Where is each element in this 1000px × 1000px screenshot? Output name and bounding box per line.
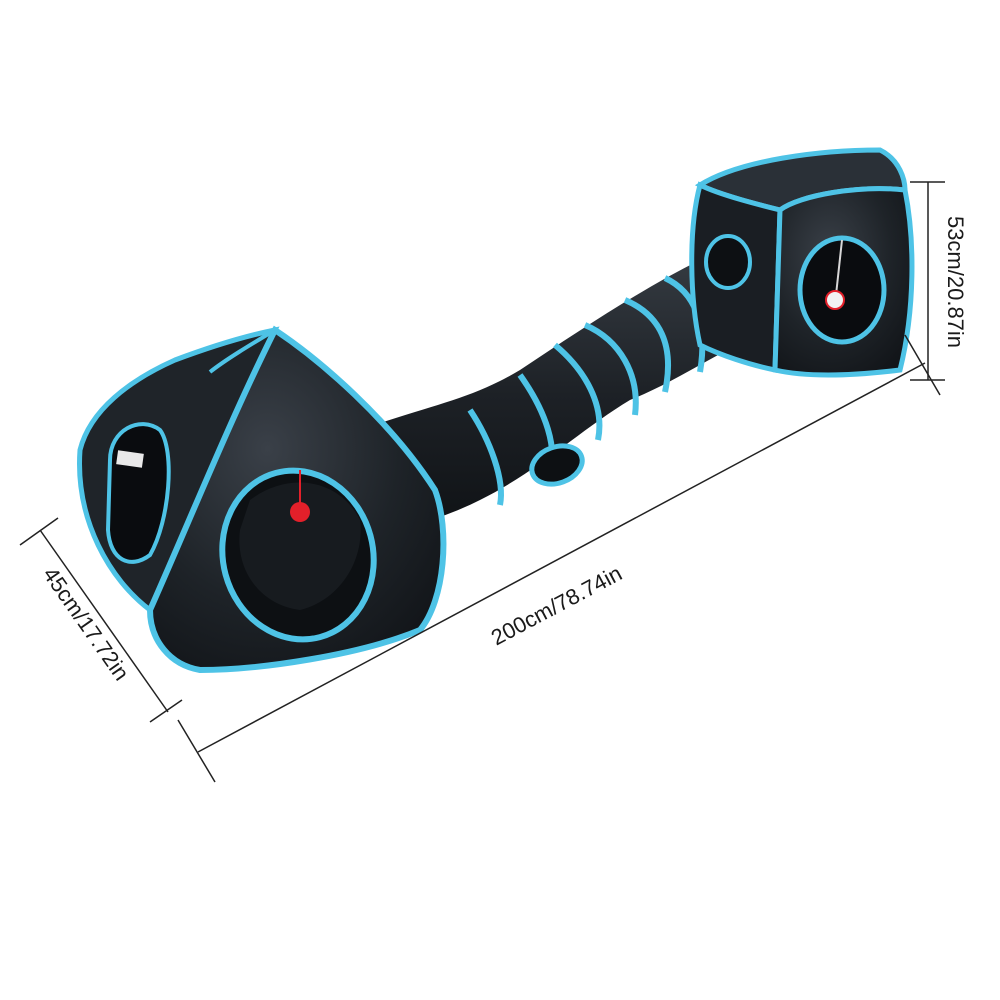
tunnel-rings — [467, 259, 739, 506]
length-dimension-tick-left — [177, 719, 216, 783]
depth-dimension-tick-top — [19, 517, 59, 546]
length-dimension-line — [197, 362, 926, 753]
left-tent-toy-ball — [290, 502, 310, 522]
left-tent — [77, 325, 447, 674]
left-tent-roof-seam — [208, 328, 277, 374]
tunnel-tube — [360, 255, 770, 535]
tunnel-body — [360, 255, 770, 535]
right-cube-toy-ball — [825, 290, 845, 310]
right-cube-toy-string — [835, 239, 843, 296]
dimension-lines — [19, 181, 945, 783]
right-cube — [689, 147, 915, 378]
length-dimension-label: 200cm/78.74in — [487, 560, 626, 650]
length-dimension-tick-right — [904, 334, 941, 396]
left-tent-label-tag — [116, 450, 144, 468]
depth-dimension-line — [39, 529, 169, 713]
depth-dimension-tick-bottom — [149, 699, 183, 723]
left-tent-inner-shadow — [239, 482, 361, 610]
right-cube-side-hole — [704, 234, 752, 290]
tunnel-side-hole — [529, 443, 585, 487]
height-dimension-label: 53cm/20.87in — [943, 216, 968, 348]
right-cube-front-hole — [797, 235, 887, 345]
